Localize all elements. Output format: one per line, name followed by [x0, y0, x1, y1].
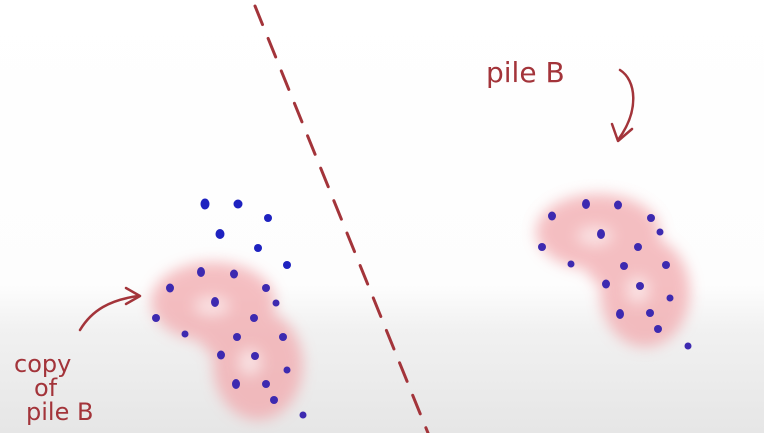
copy-pile-b-blob — [151, 262, 303, 420]
divider-dashed-line — [253, 4, 430, 433]
dot — [232, 379, 240, 389]
pile-b-dots — [538, 199, 692, 350]
dot — [636, 282, 644, 290]
dot — [200, 198, 210, 210]
pile-b-blob — [536, 194, 690, 347]
dot — [684, 342, 692, 350]
copy-pile-b-dots — [152, 267, 307, 419]
dot — [166, 283, 174, 293]
dot — [197, 267, 205, 277]
dot — [230, 269, 238, 279]
dot — [264, 214, 272, 222]
copy-label-line3: pile B — [26, 398, 93, 426]
pile-b-arrowhead — [610, 122, 634, 143]
dot — [262, 284, 270, 292]
dot — [634, 243, 642, 251]
dot — [597, 229, 605, 239]
dot — [548, 211, 556, 221]
dot — [283, 366, 291, 374]
dot — [567, 260, 575, 268]
dot — [152, 314, 160, 322]
dot — [215, 229, 225, 239]
dot — [279, 333, 287, 341]
dot — [647, 214, 655, 222]
dot — [233, 333, 241, 341]
dot — [181, 330, 189, 338]
pile-b-label: pile B — [486, 56, 565, 89]
dot — [299, 411, 307, 419]
dot — [656, 228, 664, 236]
dot — [283, 261, 291, 269]
dot — [646, 309, 654, 317]
dot — [233, 199, 243, 209]
dot — [538, 243, 546, 251]
dot — [270, 396, 278, 404]
dot — [217, 350, 225, 360]
loose-blue-dots — [200, 198, 291, 269]
dot — [654, 325, 662, 333]
dot — [582, 199, 590, 209]
dot — [616, 309, 624, 319]
dot — [602, 279, 610, 289]
copy-arrow — [78, 294, 140, 332]
copy-label-line1: copy — [14, 350, 71, 378]
dot — [620, 262, 628, 270]
dot — [254, 244, 262, 252]
dot — [251, 352, 259, 360]
dot — [614, 200, 622, 210]
pile-b-arrow — [616, 68, 635, 142]
dot — [272, 299, 280, 307]
dot — [666, 294, 674, 302]
dot — [250, 314, 258, 322]
copy-label-line2: of — [34, 374, 58, 402]
dot — [211, 297, 219, 307]
dot — [262, 380, 270, 388]
dot — [662, 261, 670, 269]
copy-arrowhead — [124, 286, 142, 306]
